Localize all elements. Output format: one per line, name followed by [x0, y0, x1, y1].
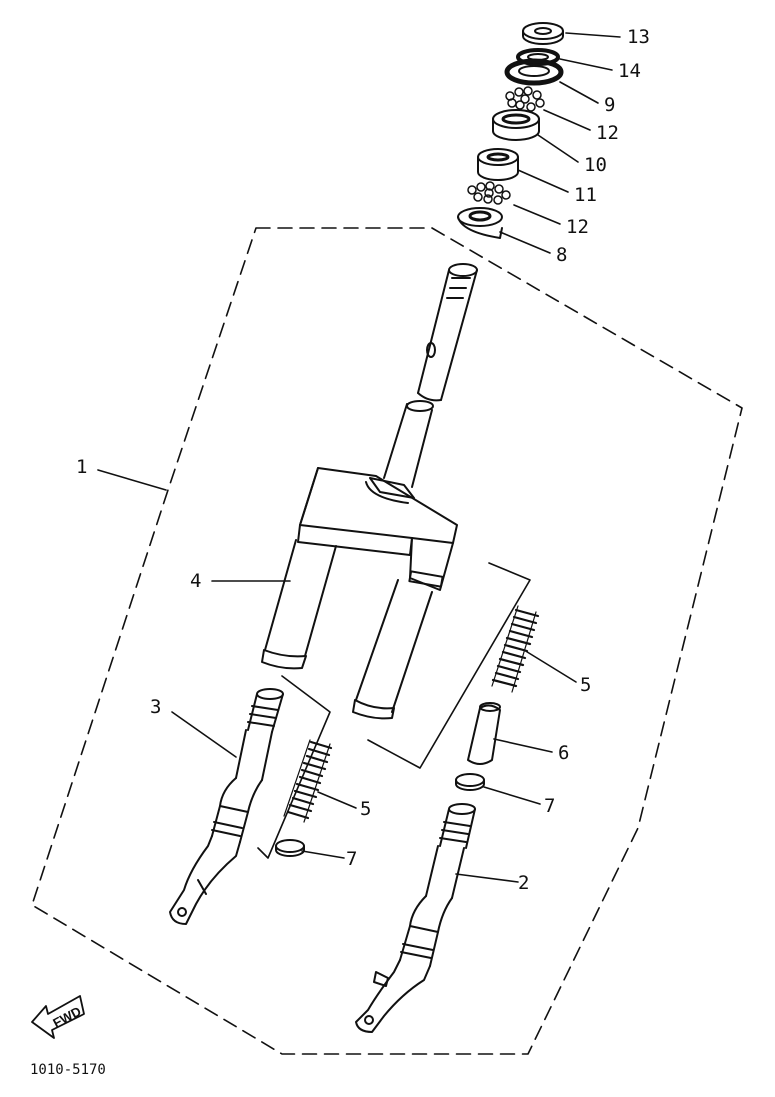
callout-12-upper: 12 [596, 122, 619, 144]
callout-7-right: 7 [544, 795, 556, 817]
upper-ball-race [504, 58, 564, 86]
fwd-arrow-icon: FWD [31, 995, 85, 1039]
leader-5a [523, 649, 577, 683]
callout-3: 3 [150, 696, 162, 718]
leader-3 [171, 711, 237, 758]
leader-6 [493, 738, 553, 753]
callout-11: 11 [574, 184, 597, 206]
callout-12-lower: 12 [566, 216, 589, 238]
callout-4: 4 [190, 570, 202, 592]
leader-5b [317, 791, 357, 809]
bearing-stack [457, 22, 564, 239]
callout-7-left: 7 [346, 848, 358, 870]
leader-lines [97, 32, 621, 883]
callout-6: 6 [558, 742, 570, 764]
steering-stem [383, 263, 478, 488]
steel-balls-lower [467, 181, 511, 205]
callout-1: 1 [76, 456, 88, 478]
ring-nut [522, 22, 564, 45]
leader-2 [455, 873, 519, 883]
under-bracket [297, 467, 458, 591]
fwd-label: FWD [50, 1003, 83, 1030]
leader-12a [543, 109, 591, 131]
part-code: 1010-5170 [30, 1062, 106, 1078]
callout-10: 10 [584, 154, 607, 176]
leader-1 [97, 469, 167, 491]
upper-bearing-race [492, 109, 540, 141]
leader-8 [499, 231, 551, 254]
lower-bearing-race [457, 207, 503, 239]
callout-5-upper: 5 [580, 674, 592, 696]
leader-11 [517, 169, 569, 193]
right-outer-tube [355, 803, 476, 1033]
spring-seat-left [275, 839, 305, 857]
leader-13 [565, 32, 621, 38]
steel-balls-upper [505, 86, 545, 112]
fork-spring-left [283, 739, 333, 823]
leader-7a [483, 786, 541, 805]
callout-5-lower: 5 [360, 798, 372, 820]
assembly-boundary [31, 227, 743, 1055]
inner-tubes [261, 539, 433, 720]
callout-8: 8 [556, 244, 568, 266]
spring-guide [467, 702, 501, 765]
leader-7b [301, 850, 345, 859]
fork-spring-right [491, 605, 540, 693]
spring-seat-right [455, 773, 485, 791]
leader-14 [559, 58, 613, 71]
left-outer-tube [169, 688, 284, 925]
leader-12b [513, 204, 561, 225]
leader-9 [559, 81, 599, 104]
callout-13: 13 [627, 26, 650, 48]
leader-10 [537, 134, 579, 163]
callout-2: 2 [518, 872, 530, 894]
lower-ball-race [477, 148, 519, 181]
callout-9: 9 [604, 94, 616, 116]
callout-14: 14 [618, 60, 641, 82]
